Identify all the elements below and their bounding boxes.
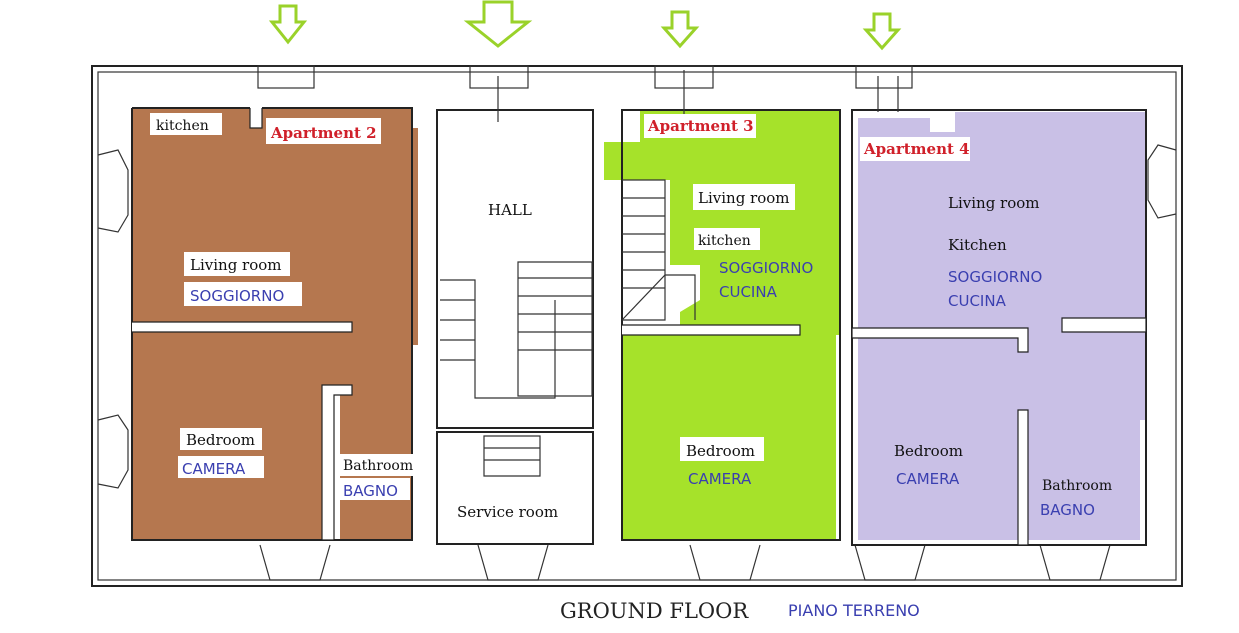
apt2-kitchen-label: kitchen: [156, 118, 209, 134]
apartment-4: [851, 76, 1147, 546]
apt4-bath-label: Bathroom: [1042, 478, 1112, 494]
entrance-arrow-icon: [862, 12, 902, 51]
outer-wall-inner: [97, 71, 1177, 581]
door-recess-2: [469, 65, 529, 89]
apt3-kitchen-label: kitchen: [698, 233, 751, 249]
apt2-bath-label: Bathroom: [343, 458, 413, 474]
outer-wall: [91, 65, 1183, 587]
apt4-living-it-label-1: SOGGIORNO: [948, 268, 1042, 286]
apt4-living-it-label-2: CUCINA: [948, 292, 1007, 310]
hall-label: HALL: [488, 201, 532, 219]
apt2-living-it-label: SOGGIORNO: [190, 287, 284, 305]
apt4-living-label: Living room: [948, 194, 1040, 212]
apt4-bath-it-label: BAGNO: [1040, 501, 1095, 519]
apt3-living-it-label-1: SOGGIORNO: [719, 259, 813, 277]
apartment-4-area: [858, 112, 1146, 540]
window-bay-bottom-1: [259, 544, 331, 581]
window-bay-bottom-4: [854, 544, 926, 581]
service-room: [436, 431, 594, 545]
apt4-title: Apartment 4: [863, 140, 970, 158]
window-bay-right: [1147, 144, 1177, 219]
apt2-living-label: Living room: [190, 256, 282, 274]
apt2-bath-it-label: BAGNO: [343, 482, 398, 500]
apt2-bedroom-label: Bedroom: [186, 431, 255, 449]
window-bay-bottom-2: [477, 544, 549, 581]
apt3-living-label: Living room: [698, 189, 790, 207]
apt2-title: Apartment 2: [270, 124, 377, 142]
common-area: [436, 76, 594, 545]
entrance-arrow-icon: [660, 10, 700, 49]
apt3-title: Apartment 3: [647, 117, 754, 135]
apt4-kitchen-label: Kitchen: [948, 236, 1007, 254]
floor-title-it: PIANO TERRENO: [788, 601, 920, 620]
hall-room: [436, 109, 594, 429]
apt3-living-it-label-2: CUCINA: [719, 283, 778, 301]
window-bay-bottom-3: [689, 544, 761, 581]
window-bay-bottom-5: [1039, 544, 1111, 581]
floor-title: GROUND FLOOR: [560, 599, 749, 623]
door-recess-1: [257, 65, 315, 89]
apt2-bedroom-it-label: CAMERA: [182, 460, 246, 478]
door-recess-4: [855, 65, 913, 89]
service-room-label: Service room: [457, 503, 558, 521]
window-bay-left-top: [97, 149, 129, 233]
apt4-bedroom-label: Bedroom: [894, 442, 963, 460]
entrance-arrow-icon: [463, 0, 533, 48]
apt3-bedroom-it-label: CAMERA: [688, 470, 752, 488]
apartment-3: [604, 70, 841, 541]
entrance-arrow-icon: [268, 4, 308, 45]
window-bay-left-bottom: [97, 414, 129, 489]
apt4-bedroom-it-label: CAMERA: [896, 470, 960, 488]
apt3-bedroom-label: Bedroom: [686, 442, 755, 460]
